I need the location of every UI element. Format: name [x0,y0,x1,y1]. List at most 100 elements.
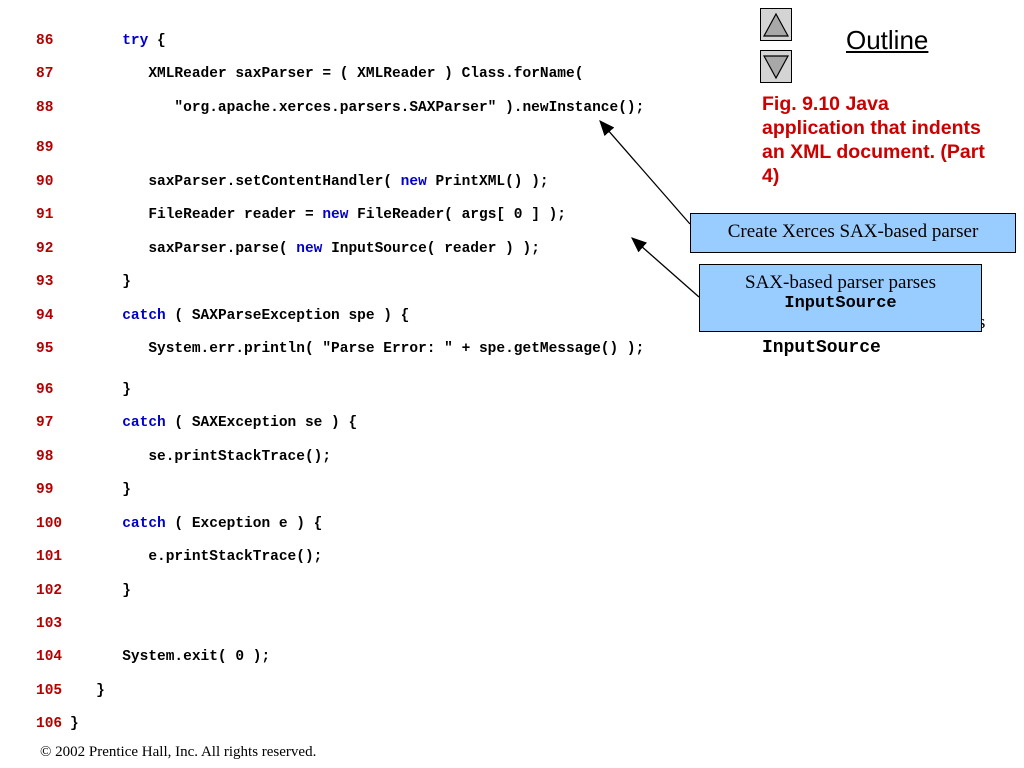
previous-slide-button[interactable] [760,8,792,41]
next-slide-button[interactable] [760,50,792,83]
line-number: 88 [36,100,54,116]
code-line: 103 [0,613,760,635]
triangle-up-icon [763,12,789,37]
code-text: try { [70,30,166,52]
arrow-to-line-88 [599,120,691,225]
code-token: saxParser.setContentHandler( [148,174,401,190]
code-token: FileReader reader = [148,207,323,223]
code-text: "org.apache.xerces.parsers.SAXParser" ).… [70,97,644,119]
line-number: 90 [36,174,54,190]
code-token: ( SAXParseException spe ) { [165,308,410,324]
code-token: System.err.println( "Parse Error: " + sp… [148,341,645,357]
code-keyword: try [122,33,149,49]
code-line: 87 XMLReader saxParser = ( XMLReader ) C… [0,63,760,85]
code-text: } [70,271,131,293]
line-number: 98 [36,449,54,465]
code-line: 97 catch ( SAXException se ) { [0,412,760,434]
code-line: 105 } [0,680,760,702]
line-number: 92 [36,241,54,257]
code-token: } [122,382,131,398]
triangle-down-icon [763,55,789,80]
code-line: 98 se.printStackTrace(); [0,446,760,468]
line-number: 89 [36,140,54,156]
code-text: } [70,713,79,735]
copyright-footer: © 2002 Prentice Hall, Inc. All rights re… [40,744,317,760]
code-token: saxParser.parse( [148,241,297,257]
code-text: catch ( Exception e ) { [70,513,322,535]
code-text: System.exit( 0 ); [70,646,270,668]
code-text: XMLReader saxParser = ( XMLReader ) Clas… [70,63,583,85]
callout-parse-text: SAX-based parser parses [745,272,936,293]
code-keyword: catch [122,516,166,532]
code-token: } [122,482,131,498]
line-number: 102 [36,583,63,599]
code-token: } [96,683,105,699]
code-line: 95 System.err.println( "Parse Error: " +… [0,338,760,360]
line-number: 93 [36,274,54,290]
line-number: 101 [36,549,63,565]
code-text: FileReader reader = new FileReader( args… [70,204,566,226]
line-number: 100 [36,516,63,532]
code-text: catch ( SAXParseException spe ) { [70,305,409,327]
code-line: 102 } [0,580,760,602]
code-token: } [122,274,131,290]
code-token: "org.apache.xerces.parsers.SAXParser" ).… [174,100,645,116]
code-token: System.exit( 0 ); [122,649,271,665]
line-number: 103 [36,616,63,632]
line-number: 96 [36,382,54,398]
code-line: 99 } [0,479,760,501]
code-line: 94 catch ( SAXParseException spe ) { [0,305,760,327]
code-token: e.printStackTrace(); [148,549,323,565]
code-keyword: catch [122,415,166,431]
line-number: 104 [36,649,63,665]
code-keyword: new [322,207,349,223]
code-line: 93 } [0,271,760,293]
code-token: InputSource( reader ) ); [322,241,540,257]
code-text: catch ( SAXException se ) { [70,412,357,434]
code-text: } [70,680,105,702]
callout-create-parser: Create Xerces SAX-based parser [690,213,1016,253]
callout-create-parser-text: Create Xerces SAX-based parser [727,221,979,242]
code-text: saxParser.setContentHandler( new PrintXM… [70,171,549,193]
callout-parse-inputsource: SAX-based parser parses InputSource [699,264,982,332]
line-number: 106 [36,716,63,732]
line-number: 91 [36,207,54,223]
code-token: ( SAXException se ) { [165,415,358,431]
code-line: 89 [0,137,760,159]
line-number: 94 [36,308,54,324]
code-text: } [70,379,131,401]
code-text: } [70,479,131,501]
code-line: 92 saxParser.parse( new InputSource( rea… [0,238,760,260]
code-line: 86 try { [0,30,760,52]
code-token: } [70,716,79,732]
code-token: ( Exception e ) { [165,516,323,532]
callout-parse-code: InputSource [784,294,897,313]
outline-link[interactable]: Outline [846,25,929,55]
line-number: 86 [36,33,54,49]
code-keyword: new [296,241,323,257]
code-line: 101 e.printStackTrace(); [0,546,760,568]
line-number: 87 [36,66,54,82]
code-token: { [148,33,166,49]
code-text: e.printStackTrace(); [70,546,322,568]
code-text: System.err.println( "Parse Error: " + sp… [70,338,644,360]
code-line: 106} [0,713,760,735]
code-line: 104 System.exit( 0 ); [0,646,760,668]
code-token: } [122,583,131,599]
code-line: 91 FileReader reader = new FileReader( a… [0,204,760,226]
code-text: saxParser.parse( new InputSource( reader… [70,238,540,260]
line-number: 97 [36,415,54,431]
code-line: 100 catch ( Exception e ) { [0,513,760,535]
code-line: 96 } [0,379,760,401]
line-number: 95 [36,341,54,357]
code-token: se.printStackTrace(); [148,449,332,465]
code-keyword: new [400,174,427,190]
code-token: XMLReader saxParser = ( XMLReader ) Clas… [148,66,584,82]
code-line: 88 "org.apache.xerces.parsers.SAXParser"… [0,97,760,119]
arrow-to-line-92 [631,237,700,298]
line-number: 105 [36,683,63,699]
code-keyword: catch [122,308,166,324]
code-line: 90 saxParser.setContentHandler( new Prin… [0,171,760,193]
code-token: PrintXML() ); [426,174,549,190]
code-token: FileReader( args[ 0 ] ); [348,207,567,223]
